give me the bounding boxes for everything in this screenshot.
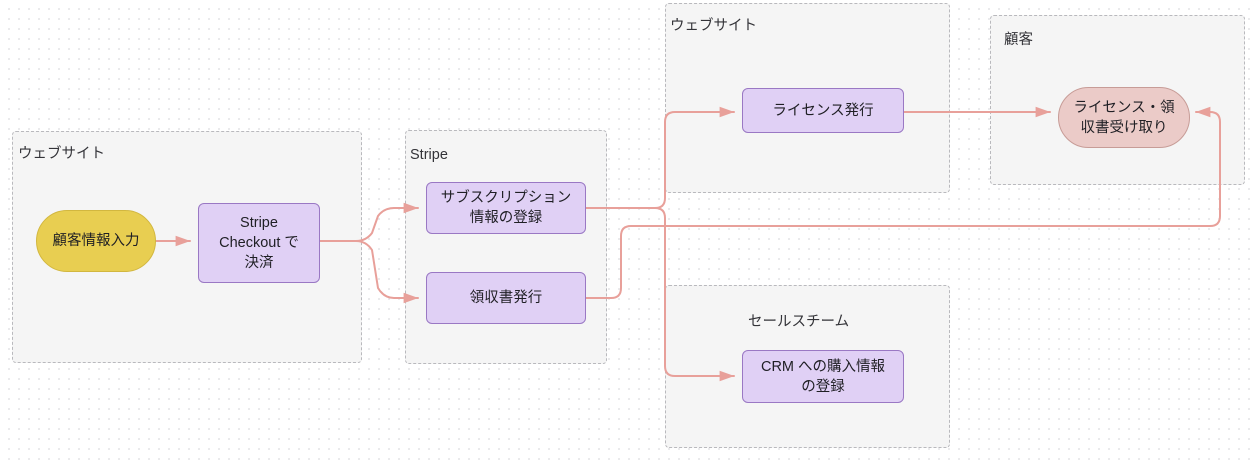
cluster-label-customer: 顧客 <box>1004 32 1033 48</box>
cluster-label-sales-team: セールスチーム <box>748 314 850 330</box>
cluster-label-website-right: ウェブサイト <box>670 18 757 34</box>
node-customer-info-input[interactable]: 顧客情報入力 <box>36 210 156 272</box>
node-subscription-registration[interactable]: サブスクリプション 情報の登録 <box>426 182 586 234</box>
cluster-label-website-left: ウェブサイト <box>18 146 105 162</box>
node-license-issuance[interactable]: ライセンス発行 <box>742 88 904 133</box>
node-label: ライセンス・領 収書受け取り <box>1073 99 1175 136</box>
node-receipt-issuance[interactable]: 領収書発行 <box>426 272 586 324</box>
node-label: Stripe Checkout で 決済 <box>219 215 299 271</box>
cluster-stripe <box>405 130 607 364</box>
cluster-label-stripe: Stripe <box>410 147 448 163</box>
node-label: サブスクリプション 情報の登録 <box>440 190 572 226</box>
node-license-receipt-received[interactable]: ライセンス・領 収書受け取り <box>1058 87 1190 148</box>
node-label: CRM への購入情報 の登録 <box>760 358 886 395</box>
node-crm-purchase-registration[interactable]: CRM への購入情報 の登録 <box>742 350 904 403</box>
node-stripe-checkout-payment[interactable]: Stripe Checkout で 決済 <box>198 203 320 283</box>
